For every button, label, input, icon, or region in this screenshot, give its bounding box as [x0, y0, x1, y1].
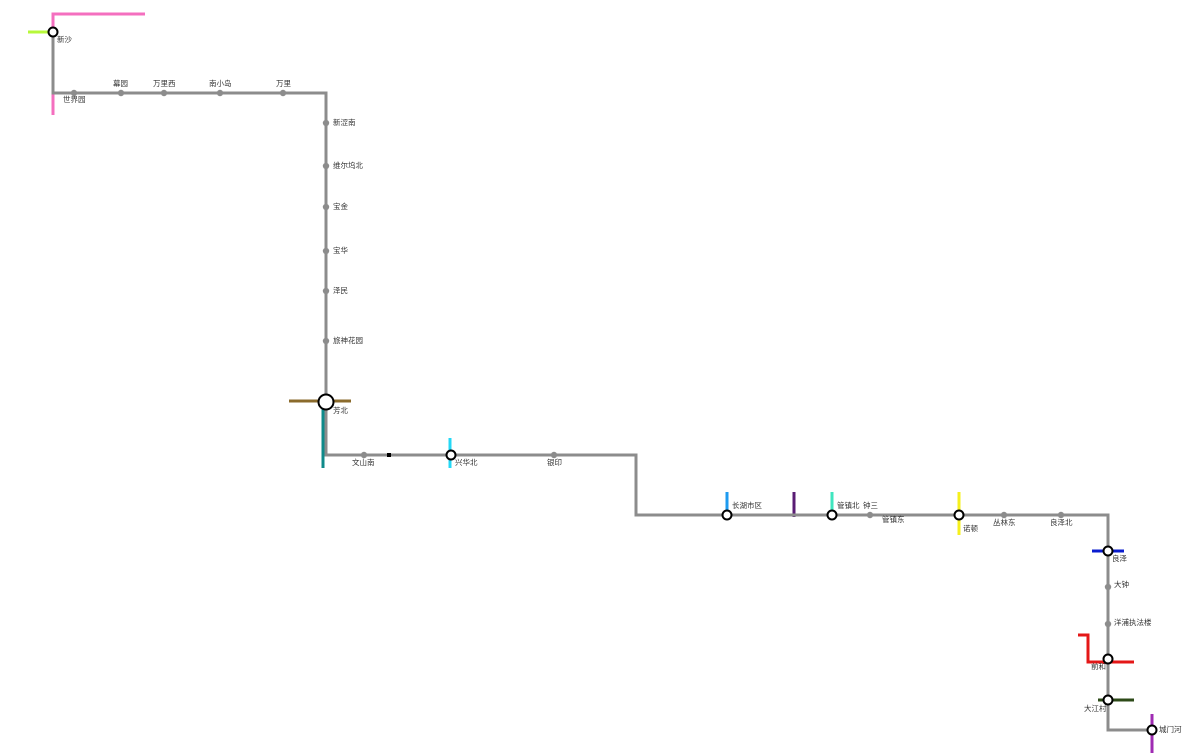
station-dot[interactable]	[117, 89, 125, 97]
station-label: 旅神花园	[333, 335, 363, 345]
station-dot[interactable]	[216, 89, 224, 97]
transfer-station-marker[interactable]	[47, 26, 59, 38]
station-wanlixi[interactable]: 万里西	[153, 79, 176, 97]
station-label: 世界园	[63, 94, 86, 104]
station-dot[interactable]	[550, 451, 558, 459]
station-dot[interactable]	[322, 287, 330, 295]
route-marker	[387, 453, 391, 457]
station-label: 文山南	[352, 457, 375, 467]
station-label: 新涩南	[333, 117, 356, 127]
transfer-station-marker[interactable]	[826, 509, 838, 521]
station-dot[interactable]	[360, 451, 368, 459]
station-xinsha[interactable]: 新沙	[47, 26, 73, 45]
station-label: 芳北	[333, 405, 348, 415]
station-label: 幕园	[113, 78, 128, 88]
station-xinghuabei[interactable]: 兴华北	[445, 449, 478, 468]
station-label: 良泽北	[1050, 517, 1073, 527]
station-conglindong[interactable]: 丛林东	[993, 511, 1016, 527]
station-xinsenan[interactable]: 新涩南	[322, 117, 356, 127]
station-label: 长湖市区	[732, 500, 762, 510]
station-label: 万里西	[153, 79, 176, 88]
station-muyuan[interactable]: 幕园	[113, 78, 128, 97]
station-yangpuzhifalou[interactable]: 洋浦执法楼	[1104, 617, 1152, 628]
station-lvshenhuayuan[interactable]: 旅神花园	[322, 335, 363, 345]
station-label: 宝金	[333, 201, 348, 211]
station-label: 良泽	[1112, 553, 1128, 563]
station-label: 银印	[547, 458, 562, 467]
station-label: 万里	[276, 79, 291, 88]
station-dot[interactable]	[160, 89, 168, 97]
station-label: 丛林东	[993, 517, 1016, 527]
transfer-station-marker[interactable]	[317, 393, 335, 411]
station-liangzebei[interactable]: 良泽北	[1050, 511, 1073, 527]
station-zhongsan[interactable]: 钟三	[863, 500, 878, 519]
station-dot[interactable]	[1000, 511, 1008, 519]
station-dot[interactable]	[70, 89, 78, 97]
station-dot[interactable]	[322, 119, 330, 127]
station-label: 大钟	[1114, 579, 1130, 589]
station-dajiangcun[interactable]: 大江村	[1084, 694, 1114, 714]
transfer-station-marker[interactable]	[1146, 724, 1158, 736]
station-label: 维尔坞北	[333, 160, 363, 170]
station-label: 前和	[1091, 661, 1106, 671]
station-wenshannan[interactable]: 文山南	[352, 451, 375, 467]
transfer-station-marker[interactable]	[721, 509, 733, 521]
main-route-line	[51, 32, 1152, 732]
station-weierwubei[interactable]: 维尔坞北	[322, 160, 364, 170]
station-dot[interactable]	[322, 337, 330, 345]
station-nuodun[interactable]: 诺顿	[953, 509, 979, 534]
station-label: 大江村	[1084, 703, 1107, 713]
station-dazhong[interactable]: 大钟	[1104, 579, 1130, 591]
station-dot[interactable]	[866, 511, 874, 519]
station-baojin[interactable]: 宝金	[322, 201, 349, 211]
station-label: 新沙	[57, 34, 72, 44]
station-shijieyuan[interactable]: 世界园	[63, 89, 86, 104]
station-dot[interactable]	[322, 247, 330, 255]
transfer-station-marker[interactable]	[953, 509, 965, 521]
transfer-station-marker[interactable]	[1102, 545, 1114, 557]
station-fangbei[interactable]: 芳北	[317, 393, 349, 416]
station-zemin[interactable]: 泽民	[322, 286, 348, 295]
station-liangze[interactable]: 良泽	[1102, 545, 1128, 564]
transfer-station-marker[interactable]	[445, 449, 457, 461]
station-dot[interactable]	[1057, 511, 1065, 519]
station-dot[interactable]	[1104, 583, 1112, 591]
station-guanzhendong: 管镇东	[882, 514, 905, 524]
station-wanli[interactable]: 万里	[276, 79, 291, 97]
station-label: 城门河	[1159, 725, 1182, 734]
station-dot[interactable]	[322, 162, 330, 170]
station-chengmenhe[interactable]: 城门河	[1146, 724, 1182, 736]
station-dot[interactable]	[1104, 620, 1112, 628]
station-label: 南小岛	[209, 78, 232, 88]
station-baohua[interactable]: 宝华	[322, 245, 349, 255]
station-dot[interactable]	[322, 203, 330, 211]
station-dot[interactable]	[279, 89, 287, 97]
station-label: 兴华北	[455, 457, 478, 467]
transfer-station-marker[interactable]	[1102, 694, 1114, 706]
station-label: 钟三	[863, 500, 878, 510]
station-yinyin[interactable]: 银印	[547, 451, 562, 467]
station-label: 诺顿	[963, 523, 978, 533]
station-label: 洋浦执法楼	[1114, 617, 1152, 627]
station-label: 宝华	[333, 245, 348, 255]
stations: 新沙 世界园 幕园 万里西 南小岛 万里	[47, 26, 1182, 736]
station-label: 管镇北	[837, 500, 860, 510]
transfer-station-marker[interactable]	[1102, 653, 1114, 665]
station-guanzhenbei[interactable]: 管镇北	[826, 500, 860, 521]
station-nanxiaodao[interactable]: 南小岛	[209, 78, 232, 97]
transfer-lines	[28, 12, 1154, 753]
station-label: 泽民	[333, 286, 348, 295]
station-changhushiqu[interactable]: 长湖市区	[721, 500, 763, 521]
station-qianhe[interactable]: 前和	[1091, 653, 1114, 672]
station-label: 管镇东	[882, 514, 905, 524]
